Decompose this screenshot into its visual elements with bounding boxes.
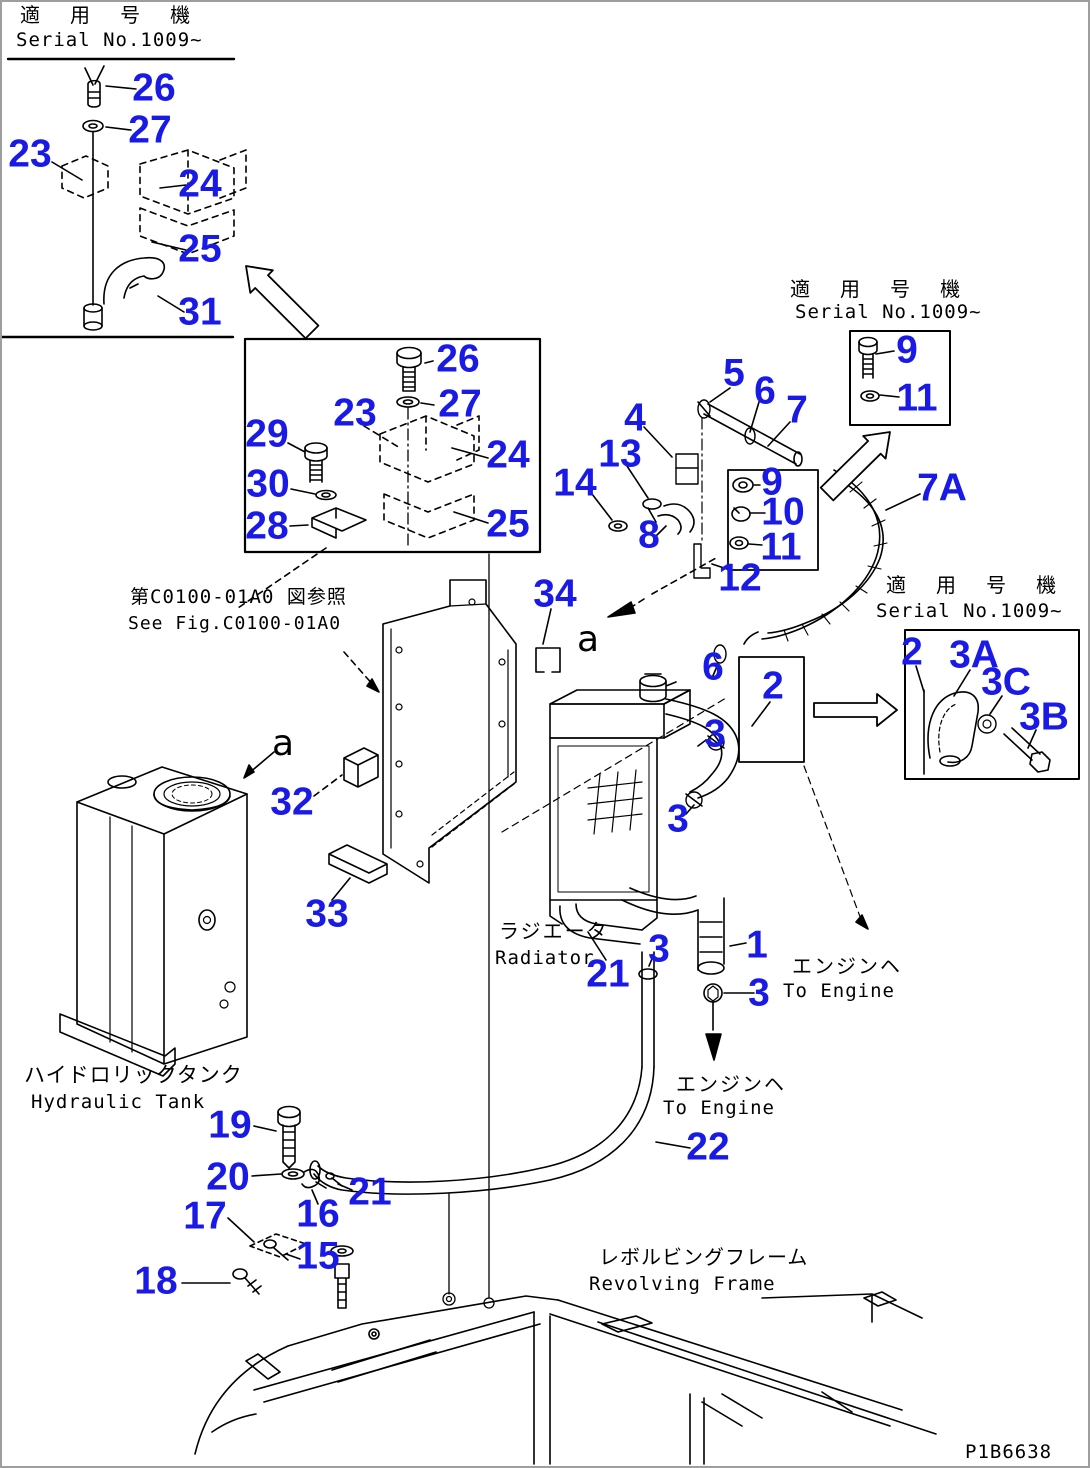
callout-14-19: 14 [553,461,597,505]
revolving-frame-label-en: Revolving Frame [589,1273,776,1295]
callout-13-18: 13 [598,432,642,476]
callout-7-16: 7 [786,388,808,432]
callout-26-6: 26 [436,337,480,381]
radiator-drawing [501,656,869,1068]
to-engine-right-en: To Engine [783,980,895,1002]
radiator-guard-drawing [243,557,717,901]
callout-34-32: 34 [533,572,577,616]
callout-21-50: 21 [348,1170,392,1214]
callout-3B-31: 3B [1019,695,1069,739]
callout-23-8: 23 [333,391,377,435]
callout-a-33: a [576,619,600,660]
callout-27-1: 27 [128,108,172,152]
mount-parts-box-drawing [237,337,542,609]
callout-3A-29: 3A [949,633,999,677]
callout-6-37: 6 [702,645,724,689]
callout-25-4: 25 [178,227,222,271]
callout-26-0: 26 [132,66,176,110]
top-left-inset-drawing [2,57,320,340]
callout-23-2: 23 [8,132,52,176]
bottom-left-parts-drawing [181,1105,354,1309]
hydraulic-tank-label-en: Hydraulic Tank [31,1091,206,1113]
see-fig-leader [343,651,380,693]
serial-far-right-jp: 適 用 号 機 [886,573,1066,597]
callout-5-14: 5 [723,351,745,395]
callout-6-15: 6 [754,369,776,413]
callout-27-7: 27 [438,382,482,426]
callout-24-12: 24 [486,433,530,477]
to-engine-bottom-jp: エンジンヘ [676,1072,786,1096]
serial-box-9-11-drawing [849,330,951,426]
see-fig-jp: 第C0100-01A0 図参照 [130,586,347,608]
callout-3-41: 3 [648,927,670,971]
callout-30-10: 30 [246,462,290,506]
callout-7A-25: 7A [917,466,967,510]
callout-9-26: 9 [896,328,918,372]
callout-19-46: 19 [208,1103,252,1147]
callout-20-47: 20 [206,1155,250,1199]
callout-8-20: 8 [638,513,660,557]
callout-a-34: a [271,723,295,764]
callout-29-9: 29 [245,412,289,456]
hose-22-drawing [309,1066,691,1195]
part-number: P1B6638 [965,1441,1053,1463]
callout-28-11: 28 [245,504,289,548]
callout-25-13: 25 [486,502,530,546]
revolving-frame-drawing [194,1291,937,1465]
callout-10-22: 10 [761,490,805,534]
serial-top-left-jp: 適 用 号 機 [20,3,200,27]
hydraulic-tank-label-jp: ハイドロリックタンク [24,1063,243,1087]
corrugated-hose-drawing [711,431,921,679]
serial-top-left-en: Serial No.1009~ [16,29,203,51]
callout-18-52: 18 [134,1259,178,1303]
hydraulic-tank-drawing [59,766,248,1077]
callout-2-28: 2 [901,630,923,674]
serial-right-jp: 適 用 号 機 [790,277,970,301]
callout-3-39: 3 [704,712,726,756]
callout-4-17: 4 [624,396,646,440]
reserve-tube-drawing [591,387,819,579]
radiator-label-en: Radiator [495,947,595,969]
callout-11-23: 11 [760,525,802,569]
to-engine-right-jp: エンジンヘ [792,954,902,978]
center-lines [442,553,495,1309]
callout-3C-30: 3C [981,660,1031,704]
callout-11-27: 11 [896,376,938,420]
callout-3-42: 3 [748,971,770,1015]
revolving-frame-label-jp: レボルビングフレーム [599,1245,809,1269]
callout-1-43: 1 [746,923,768,967]
callout-2-38: 2 [762,664,784,708]
radiator-label-jp: ラジエータ [499,919,609,943]
callout-32-35: 32 [270,780,314,824]
see-fig-en: See Fig.C0100-01A0 [128,613,342,634]
detail-box-3-drawing [813,629,1080,780]
callout-16-49: 16 [296,1192,340,1236]
callout-3-40: 3 [667,797,689,841]
to-engine-bottom-en: To Engine [663,1097,775,1119]
callout-21-44: 21 [586,952,630,996]
callout-24-3: 24 [178,162,222,206]
callout-17-48: 17 [183,1194,227,1238]
callout-9-21: 9 [761,460,783,504]
callout-33-36: 33 [305,892,349,936]
serial-right-en: Serial No.1009~ [795,301,982,323]
serial-far-right-en: Serial No.1009~ [876,600,1063,622]
callout-12-24: 12 [718,556,762,600]
callout-31-5: 31 [178,290,222,334]
callout-22-45: 22 [686,1125,730,1169]
callout-15-51: 15 [296,1234,340,1278]
